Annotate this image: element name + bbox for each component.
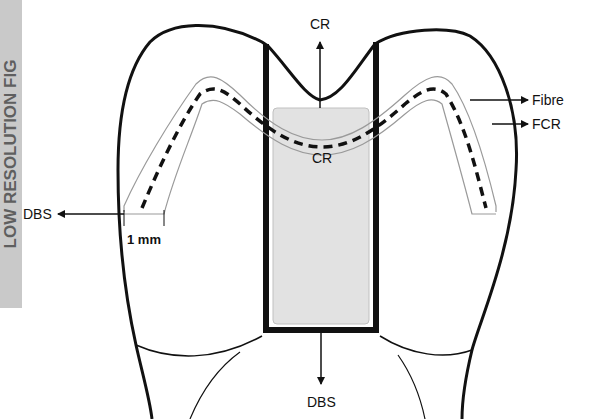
watermark: LOW RESOLUTION FIG xyxy=(0,4,22,304)
part-label: CR xyxy=(312,150,332,166)
dimension-label: 1 mm xyxy=(127,232,161,248)
part-label: Fibre xyxy=(532,92,564,108)
part-label: FCR xyxy=(532,116,561,132)
part-label: CR xyxy=(310,16,330,32)
part-label: DBS xyxy=(307,394,336,410)
part-label: DBS xyxy=(23,206,52,222)
